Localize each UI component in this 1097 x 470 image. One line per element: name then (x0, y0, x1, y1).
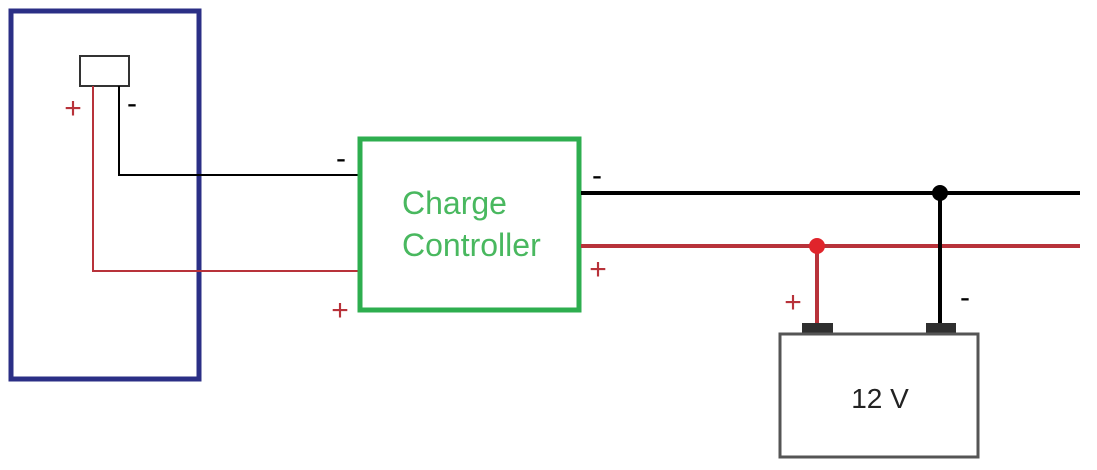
controller-input-plus-sign: + (331, 294, 349, 327)
battery-plus-sign: + (784, 286, 802, 319)
controller-label-line1: Charge (402, 185, 507, 221)
solar-panel (8, 8, 202, 382)
controller-output-minus-sign: - (592, 159, 602, 192)
controller-input-minus-sign: - (336, 142, 346, 175)
battery-negative-terminal (926, 323, 956, 335)
solar-positive-wire (92, 86, 360, 272)
battery-minus-sign: - (960, 281, 970, 314)
battery-positive-terminal (802, 323, 833, 335)
battery-voltage-label: 12 V (851, 383, 909, 414)
negative-junction-node (932, 185, 948, 201)
solar-plus-sign: + (64, 92, 82, 125)
solar-negative-wire (118, 86, 360, 176)
solar-minus-sign: - (127, 87, 137, 120)
battery (778, 332, 980, 459)
solar-junction-box (79, 55, 130, 87)
positive-junction-node (809, 238, 825, 254)
charge-controller (357, 136, 582, 313)
controller-output-plus-sign: + (589, 253, 607, 286)
controller-label-line2: Controller (402, 227, 541, 263)
